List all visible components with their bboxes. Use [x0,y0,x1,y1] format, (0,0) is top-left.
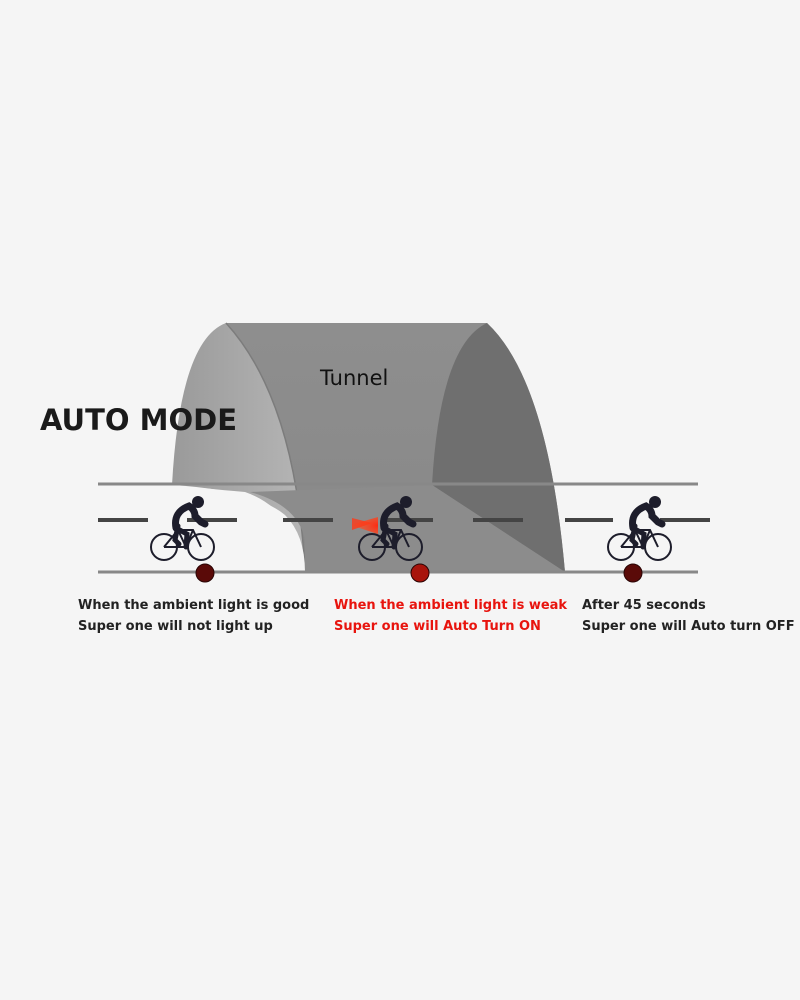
light-indicator-icon [410,563,430,583]
tunnel-label: Tunnel [320,366,389,390]
tunnel-right-face [432,323,565,572]
stage-caption-line: After 45 seconds [582,598,706,613]
cyclist-icon [150,496,215,561]
headlight-beam [350,517,378,534]
cyclist-icon [607,496,672,561]
stage-caption: When the ambient light is good Super one… [78,595,309,637]
tunnel-floor [250,485,565,572]
stage-caption-line: Super one will Auto Turn ON [334,619,541,634]
stage-caption-line: When the ambient light is good [78,598,310,613]
stage-caption-line: When the ambient light is weak [334,598,568,613]
stage-caption: After 45 seconds Super one will Auto tur… [582,595,795,637]
light-indicator-icon [623,563,643,583]
tunnel-arch-edge [225,322,306,573]
tunnel-left-face [172,323,305,572]
light-indicator-icon [195,563,215,583]
tunnel-entrance-light [172,485,305,572]
stage-caption-line: Super one will Auto turn OFF [582,619,795,634]
stage-caption: When the ambient light is weak Super one… [334,595,567,637]
stage-caption-line: Super one will not light up [78,619,273,634]
tunnel [172,322,565,573]
page-title: AUTO MODE [40,403,238,437]
cyclist-icon [358,496,423,561]
